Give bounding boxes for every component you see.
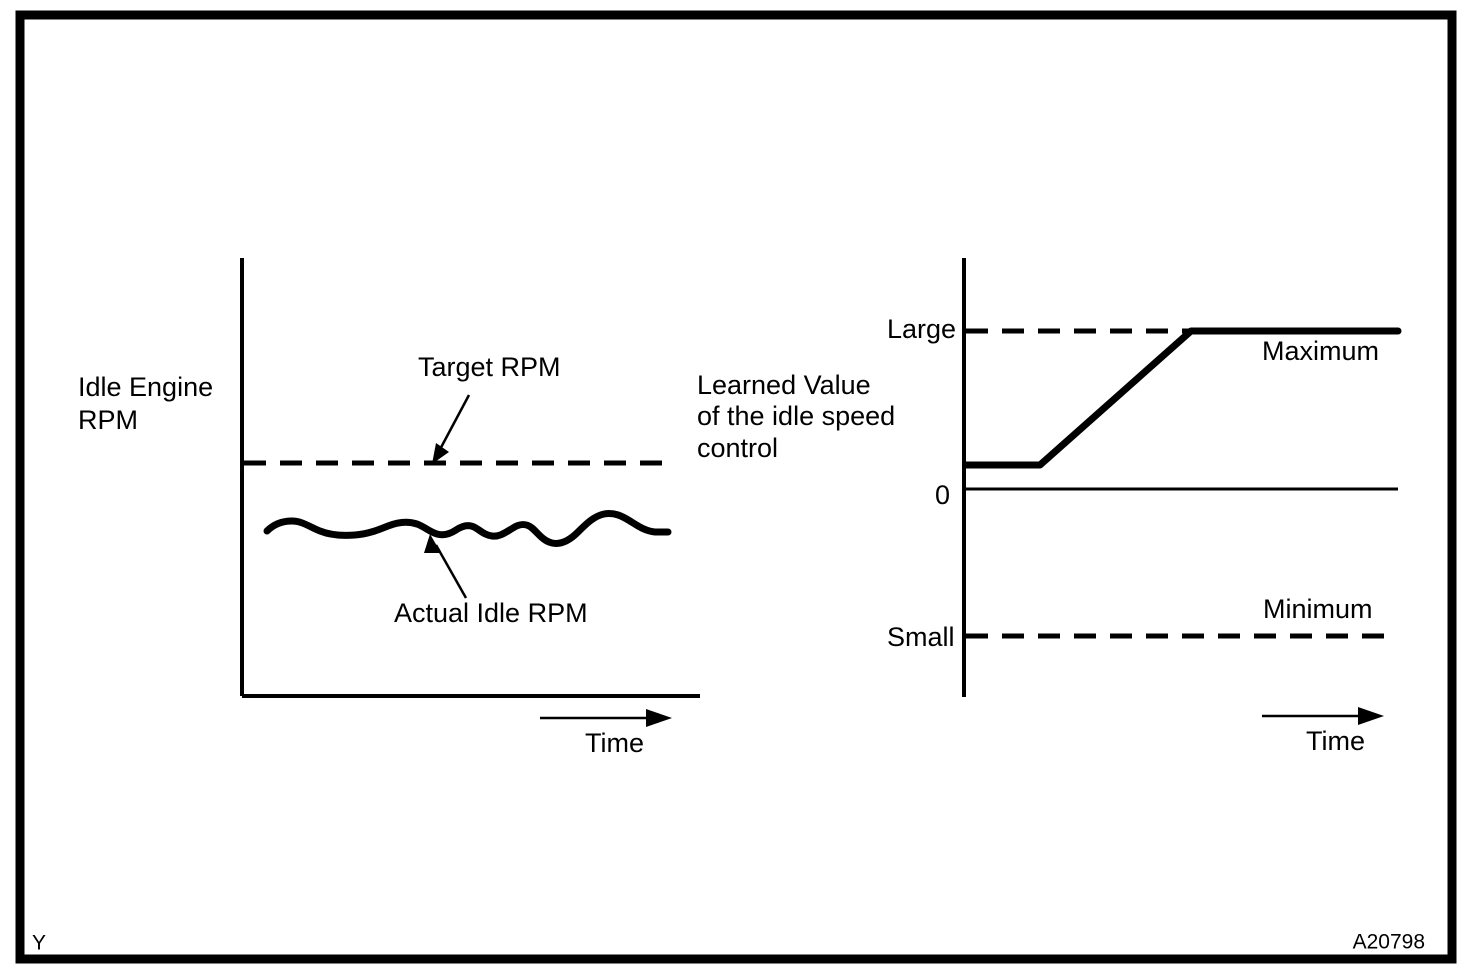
target-rpm-label: Target RPM: [418, 352, 561, 382]
left-chart-time-arrowhead: [646, 709, 672, 727]
left-chart-time-label: Time: [585, 728, 644, 758]
minimum-label: Minimum: [1263, 594, 1373, 624]
left-chart-y-axis-label-line1: Idle Engine: [78, 372, 213, 402]
target-rpm-leader-line: [435, 394, 471, 456]
figure-code: A20798: [1353, 931, 1425, 954]
right-chart-tick-large: Large: [887, 314, 956, 344]
right-chart-y-axis-label-line2: of the idle speed: [697, 401, 895, 431]
right-chart-time-label: Time: [1306, 726, 1365, 756]
right-chart-tick-zero: 0: [935, 480, 950, 510]
target-rpm-arrowhead: [432, 443, 449, 464]
learned-value-curve: [962, 327, 1402, 469]
actual-idle-rpm-leader-line: [434, 544, 468, 599]
figure-corner-mark: Y: [32, 932, 46, 955]
right-chart-y-axis-label-line3: control: [697, 433, 778, 463]
right-chart-y-axis-label-line1: Learned Value: [697, 370, 871, 400]
actual-idle-rpm-arrowhead: [424, 534, 441, 553]
right-chart-time-arrowhead: [1358, 707, 1384, 725]
right-chart-tick-small: Small: [887, 622, 955, 652]
actual-idle-rpm-label: Actual Idle RPM: [394, 598, 588, 628]
maximum-label: Maximum: [1262, 336, 1379, 366]
left-chart-y-axis-label-line2: RPM: [78, 405, 138, 435]
actual-idle-rpm-curve: [263, 510, 672, 547]
figure-border: [15, 10, 1457, 964]
